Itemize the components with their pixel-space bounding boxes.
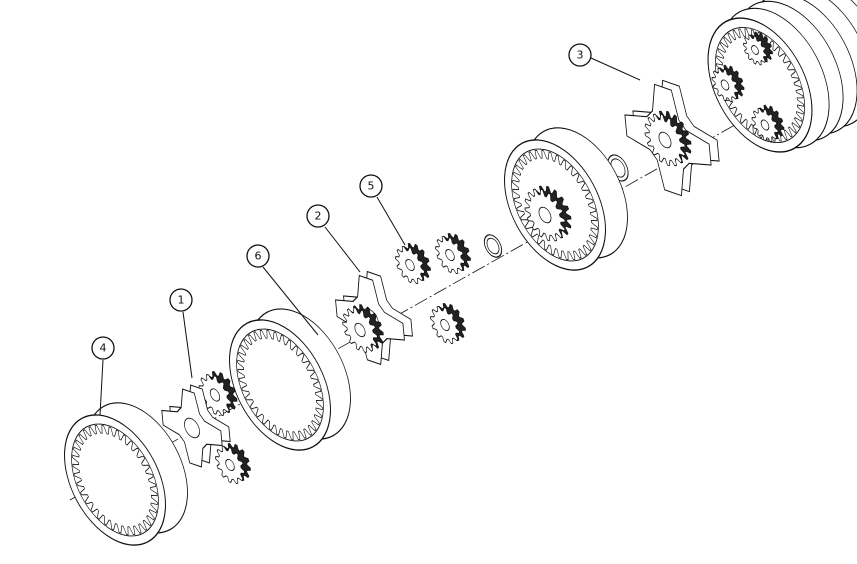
svg-text:5: 5	[368, 180, 375, 193]
carrier-1-planet-gear	[198, 371, 238, 416]
planet-carrier-1	[161, 384, 231, 468]
carrier-2-sun-gear	[342, 304, 384, 353]
svg-text:2: 2	[315, 210, 322, 223]
callout-4: 4	[91, 336, 115, 416]
thrust-washer	[483, 234, 503, 258]
callout-3: 3	[568, 43, 641, 81]
svg-text:3: 3	[577, 49, 584, 62]
ring-gear-4	[64, 402, 188, 546]
carrier-1-planet-gear	[215, 442, 251, 485]
planet-gear-5	[395, 242, 431, 285]
middle-sun-gear	[524, 185, 572, 242]
callout-5: 5	[359, 174, 406, 246]
planet-gear-5	[435, 232, 471, 275]
planet-gear-5	[430, 302, 466, 345]
callout-2: 2	[306, 204, 361, 273]
middle-ring-housing	[504, 127, 628, 271]
callout-1: 1	[169, 288, 193, 379]
svg-text:6: 6	[255, 250, 262, 263]
carrier-3-sun-gear	[644, 110, 692, 167]
svg-text:1: 1	[178, 294, 185, 307]
housing-ring-gear	[707, 17, 813, 153]
svg-text:4: 4	[100, 342, 107, 355]
callout-6: 6	[246, 244, 319, 336]
housing-planet-gear	[711, 64, 745, 103]
housing-planet-gear	[743, 31, 773, 66]
ring-gear	[229, 308, 351, 451]
housing-planet-gear	[751, 104, 785, 143]
